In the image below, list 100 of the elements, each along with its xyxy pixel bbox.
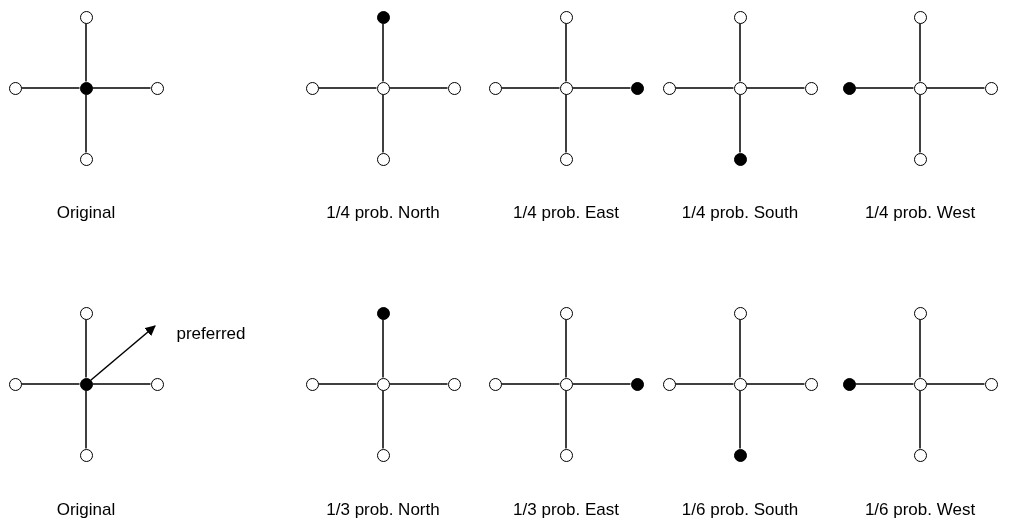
lattice-node — [804, 377, 818, 391]
lattice-node — [79, 306, 93, 320]
lattice-node — [630, 377, 644, 391]
connector-line — [565, 93, 567, 154]
lattice-node — [913, 306, 927, 320]
lattice-node — [733, 448, 747, 462]
lattice-node — [79, 377, 93, 391]
lattice-node — [733, 306, 747, 320]
connector-line — [745, 383, 806, 385]
connector-line — [388, 383, 449, 385]
lattice-node — [559, 306, 573, 320]
lattice-node — [559, 152, 573, 166]
connector-line — [317, 383, 378, 385]
lattice-node — [733, 81, 747, 95]
connector-line — [382, 318, 384, 379]
caption: Original — [56, 500, 116, 520]
caption: 1/4 prob. South — [681, 203, 799, 223]
lattice-node — [559, 448, 573, 462]
connector-line — [739, 389, 741, 450]
lattice-node — [150, 81, 164, 95]
lattice-node — [376, 10, 390, 24]
lattice-node — [305, 377, 319, 391]
connector-line — [925, 87, 986, 89]
connector-line — [91, 87, 152, 89]
lattice-node — [662, 377, 676, 391]
lattice-node — [79, 81, 93, 95]
lattice-node — [842, 377, 856, 391]
caption: Original — [56, 203, 116, 223]
lattice-node — [150, 377, 164, 391]
connector-line — [85, 93, 87, 154]
lattice-node — [447, 81, 461, 95]
connector-line — [500, 383, 561, 385]
lattice-node — [79, 448, 93, 462]
caption: 1/6 prob. West — [864, 500, 976, 520]
lattice-node — [559, 377, 573, 391]
caption: 1/4 prob. West — [864, 203, 976, 223]
connector-line — [674, 87, 735, 89]
lattice-node — [913, 377, 927, 391]
connector-line — [317, 87, 378, 89]
connector-line — [571, 87, 632, 89]
connector-line — [919, 22, 921, 83]
lattice-node — [662, 81, 676, 95]
lattice-node — [8, 377, 22, 391]
connector-line — [91, 383, 152, 385]
lattice-node — [8, 81, 22, 95]
lattice-node — [447, 377, 461, 391]
caption: 1/3 prob. North — [326, 500, 440, 520]
lattice-node — [733, 10, 747, 24]
lattice-node — [559, 10, 573, 24]
caption: 1/6 prob. South — [681, 500, 799, 520]
caption: 1/4 prob. North — [326, 203, 440, 223]
connector-line — [565, 318, 567, 379]
connector-line — [85, 318, 87, 379]
lattice-node — [733, 377, 747, 391]
lattice-node — [913, 448, 927, 462]
connector-line — [739, 318, 741, 379]
lattice-node — [79, 10, 93, 24]
lattice-node — [559, 81, 573, 95]
connector-line — [500, 87, 561, 89]
lattice-node — [630, 81, 644, 95]
lattice-node — [376, 81, 390, 95]
caption: 1/3 prob. East — [513, 500, 619, 520]
lattice-node — [804, 81, 818, 95]
connector-line — [925, 383, 986, 385]
lattice-node — [376, 306, 390, 320]
arrow-label: preferred — [176, 324, 246, 344]
connector-line — [854, 87, 915, 89]
lattice-node — [488, 81, 502, 95]
connector-line — [20, 383, 81, 385]
connector-line — [382, 22, 384, 83]
connector-line — [739, 93, 741, 154]
connector-line — [565, 389, 567, 450]
lattice-node — [913, 81, 927, 95]
connector-line — [382, 93, 384, 154]
connector-line — [745, 87, 806, 89]
lattice-node — [733, 152, 747, 166]
lattice-node — [842, 81, 856, 95]
connector-line — [85, 22, 87, 83]
lattice-node — [79, 152, 93, 166]
lattice-node — [376, 377, 390, 391]
lattice-node — [913, 10, 927, 24]
lattice-node — [984, 81, 998, 95]
connector-line — [388, 87, 449, 89]
lattice-node — [305, 81, 319, 95]
connector-line — [674, 383, 735, 385]
lattice-node — [376, 152, 390, 166]
lattice-node — [488, 377, 502, 391]
lattice-node — [376, 448, 390, 462]
lattice-node — [984, 377, 998, 391]
connector-line — [739, 22, 741, 83]
connector-line — [85, 389, 87, 450]
connector-line — [919, 93, 921, 154]
connector-line — [382, 389, 384, 450]
lattice-node — [913, 152, 927, 166]
connector-line — [854, 383, 915, 385]
connector-line — [565, 22, 567, 83]
connector-line — [919, 389, 921, 450]
caption: 1/4 prob. East — [513, 203, 619, 223]
connector-line — [919, 318, 921, 379]
connector-line — [20, 87, 81, 89]
